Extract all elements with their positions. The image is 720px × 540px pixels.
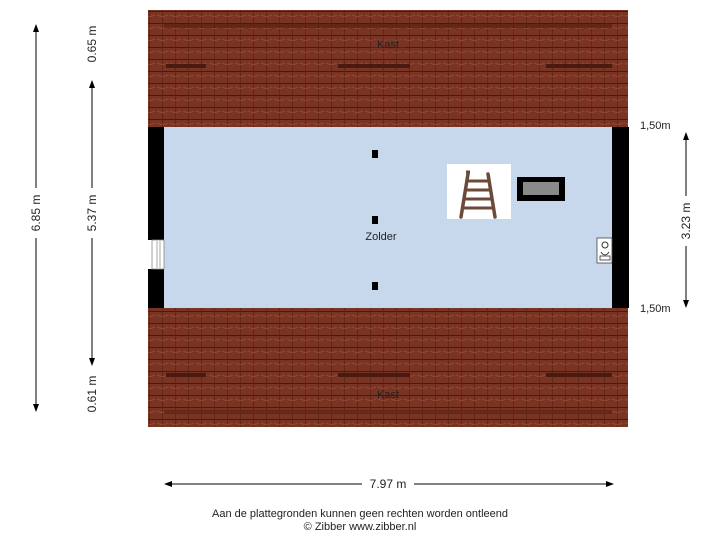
svg-text:6.85 m: 6.85 m bbox=[29, 195, 43, 232]
ladder-icon bbox=[447, 164, 511, 219]
walls bbox=[148, 127, 629, 308]
wall-fixture-icon bbox=[596, 237, 613, 264]
svg-text:1,50m: 1,50m bbox=[640, 303, 671, 315]
attic-floor bbox=[164, 127, 612, 308]
svg-text:1,50m: 1,50m bbox=[640, 120, 671, 132]
svg-text:5.37 m: 5.37 m bbox=[85, 195, 99, 232]
top-storage-area bbox=[148, 10, 628, 127]
dim-bottom-width: 7.97 m bbox=[164, 476, 614, 492]
post-top bbox=[372, 150, 378, 158]
svg-text:0.65 m: 0.65 m bbox=[85, 26, 99, 63]
svg-text:3.23 m: 3.23 m bbox=[679, 203, 693, 240]
room-label-attic: Zolder bbox=[365, 231, 397, 243]
svg-text:7.97 m: 7.97 m bbox=[370, 477, 407, 491]
room-label-bottom-storage: Kast bbox=[377, 389, 399, 401]
window-left bbox=[151, 239, 165, 270]
post-middle bbox=[372, 216, 378, 224]
dim-left-total: 6.85 m bbox=[28, 24, 44, 412]
room-label-top-storage: Kast bbox=[377, 39, 399, 51]
dim-left-segments: 0.65 m 5.37 m 0.61 m bbox=[84, 20, 100, 420]
bottom-storage-area bbox=[148, 308, 628, 427]
post-bottom bbox=[372, 282, 378, 290]
disclaimer-text: Aan de plattegronden kunnen geen rechten… bbox=[211, 508, 508, 520]
copyright-text: © Zibber www.zibber.nl bbox=[303, 521, 417, 533]
dim-right: 1,50m 3.23 m 1,50m bbox=[640, 120, 694, 315]
svg-text:0.61 m: 0.61 m bbox=[85, 376, 99, 413]
roof-window-icon bbox=[517, 177, 565, 201]
